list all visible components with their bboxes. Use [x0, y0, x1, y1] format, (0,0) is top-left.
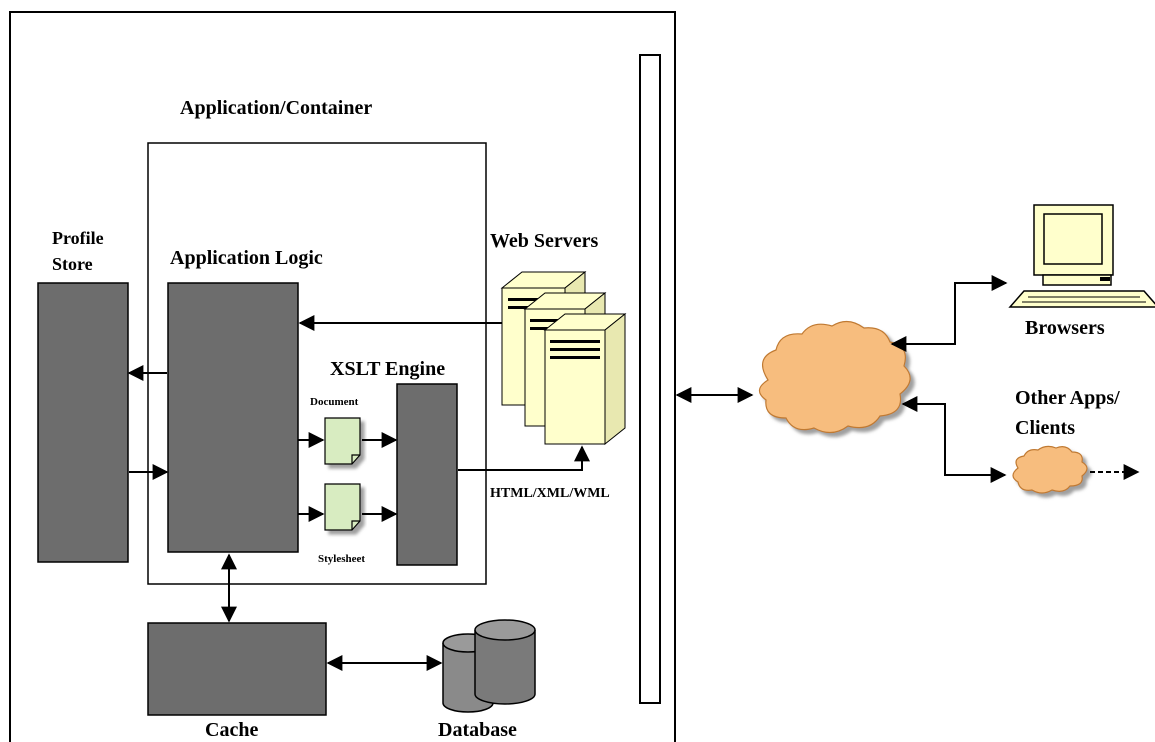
application-container-box — [147, 142, 487, 585]
outer-frame — [9, 11, 676, 742]
small-cloud-icon — [1012, 445, 1088, 494]
output-formats-label: HTML/XML/WML — [490, 486, 610, 501]
profile-store-block — [37, 282, 129, 563]
application-logic-label: Application Logic — [170, 247, 323, 269]
internet-cloud-icon — [758, 320, 911, 434]
cloud-browsers-arrow — [890, 275, 1008, 352]
profile-store-label-line1: Profile — [52, 228, 104, 248]
database-label: Database — [438, 719, 517, 741]
document-icon — [324, 417, 361, 465]
browsers-label: Browsers — [1025, 317, 1105, 339]
database-icon — [442, 619, 536, 713]
profile-store-label-line2: Store — [52, 254, 93, 274]
other-apps-label-line1: Other Apps/ — [1015, 387, 1120, 409]
stylesheet-icon — [324, 483, 361, 531]
cache-label: Cache — [205, 719, 258, 741]
application-logic-block — [167, 282, 299, 553]
xslt-engine-block — [396, 383, 458, 566]
document-label: Document — [310, 396, 359, 408]
stylesheet-label: Stylesheet — [318, 553, 365, 565]
other-apps-label-line2: Clients — [1015, 417, 1075, 439]
application-container-label: Application/Container — [180, 97, 372, 119]
cloud-otherapps-arrow — [901, 396, 1007, 483]
computer-icon — [1008, 204, 1155, 308]
web-servers-label: Web Servers — [490, 230, 599, 252]
network-bus — [639, 54, 661, 704]
xslt-to-webservers-arrow — [458, 445, 590, 471]
cache-block — [147, 622, 327, 716]
xslt-engine-label: XSLT Engine — [330, 358, 445, 380]
web-servers-icon — [500, 270, 627, 446]
